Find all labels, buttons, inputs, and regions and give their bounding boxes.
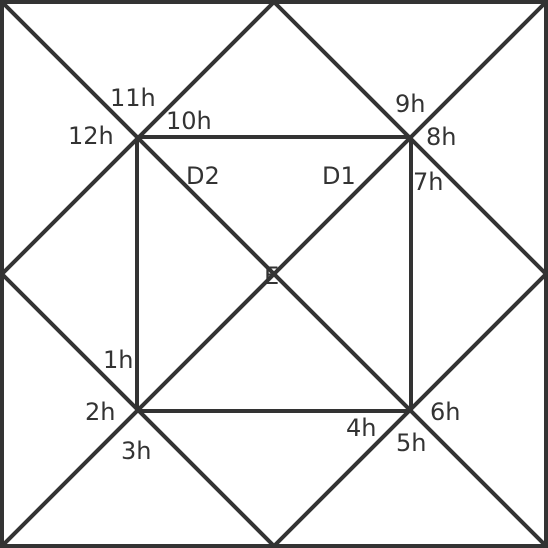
label-12h: 12h [68, 122, 114, 150]
label-7h: 7h [413, 168, 444, 196]
label-3h: 3h [121, 437, 152, 465]
label-11h: 11h [110, 84, 156, 112]
inner-square [135, 135, 413, 413]
label-10h: 10h [166, 107, 212, 135]
label-9h: 9h [395, 90, 426, 118]
label-2h: 2h [85, 398, 116, 426]
label-6h: 6h [430, 398, 461, 426]
label-8h: 8h [426, 123, 457, 151]
label-e: E [264, 262, 280, 290]
label-d2: D2 [186, 162, 220, 190]
label-1h: 1h [103, 346, 134, 374]
label-4h: 4h [346, 414, 377, 442]
label-d1: D1 [322, 162, 356, 190]
label-5h: 5h [396, 429, 427, 457]
